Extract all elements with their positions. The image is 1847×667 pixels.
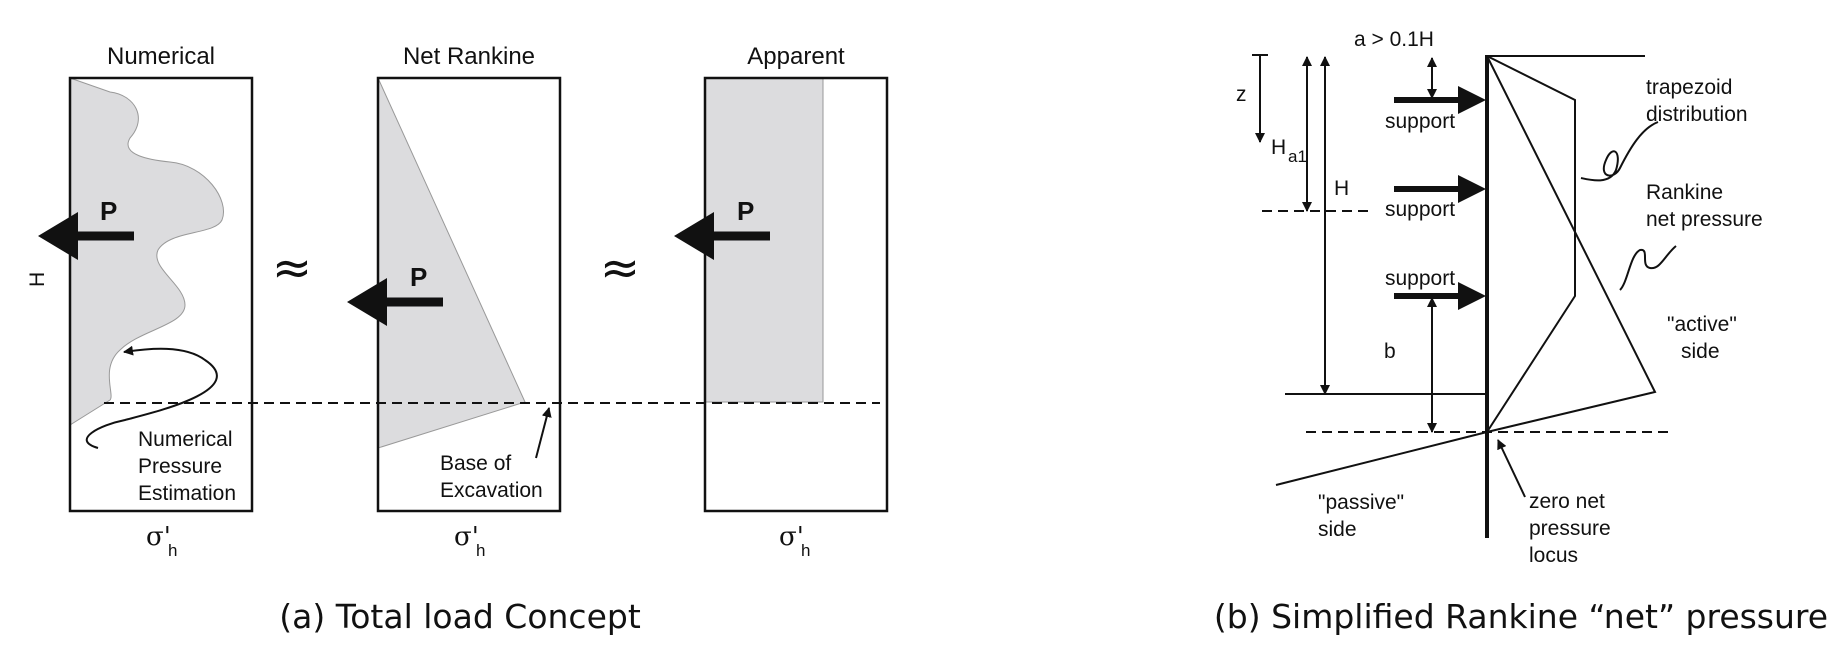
rankine-note-line-2: net pressure [1646, 208, 1763, 231]
height-label: H [26, 272, 49, 287]
panel-simplified-rankine: support support support a > 0.1H z H a1 … [1214, 28, 1828, 636]
panel-total-load-concept: Numerical P H Numerical Pressure Estimat… [26, 43, 889, 636]
h-label: H [1334, 177, 1349, 200]
apparent-title: Apparent [747, 43, 845, 70]
stress-symbol-net-rankine: σ' [454, 522, 479, 552]
support-label-2: support [1385, 198, 1455, 221]
zero-note-line-3: locus [1529, 544, 1578, 567]
ha1-main: H [1271, 136, 1286, 159]
active-note: "active" side [1667, 313, 1737, 363]
rankine-note: Rankine net pressure [1646, 181, 1763, 231]
passive-line [1275, 431, 1488, 486]
support-arrows [1394, 86, 1486, 310]
support-label-3: support [1385, 267, 1455, 290]
load-label-net-rankine: P [410, 262, 427, 292]
load-arrow-net-rankine [347, 278, 443, 326]
load-label-numerical: P [100, 196, 117, 226]
net-rankine-title: Net Rankine [403, 43, 535, 70]
a-label: a > 0.1H [1354, 28, 1434, 51]
support-arrow-2 [1394, 175, 1486, 203]
base-note-line-1: Base of [440, 452, 511, 475]
rankine-note-line-1: Rankine [1646, 181, 1723, 204]
stress-subscript-net-rankine: h [476, 541, 485, 560]
apparent-box: Apparent P σ' h [674, 43, 889, 560]
passive-note: "passive" side [1318, 491, 1404, 541]
trapezoid-distribution-line [1486, 55, 1576, 433]
caption-a: (a) Total load Concept [279, 597, 641, 636]
stress-subscript-apparent: h [801, 541, 810, 560]
base-note-line-2: Excavation [440, 479, 543, 502]
caption-b: (b) Simplified Rankine “net” pressure [1214, 597, 1828, 636]
numerical-box: Numerical P H Numerical Pressure Estimat… [26, 43, 254, 560]
trapezoid-note-line-1: trapezoid [1646, 76, 1732, 99]
net-rankine-box: Net Rankine P Base of Excavation σ' h [347, 43, 562, 560]
trapezoid-note: trapezoid distribution [1646, 76, 1748, 126]
z-label: z [1236, 83, 1247, 106]
stress-label-numerical: σ' h [146, 522, 177, 560]
numerical-note-line-3: Estimation [138, 482, 236, 505]
stress-subscript-numerical: h [168, 541, 177, 560]
load-arrow-numerical [38, 212, 134, 260]
stress-label-apparent: σ' h [779, 522, 810, 560]
trapezoid-leader [1580, 121, 1659, 182]
numerical-note-line-1: Numerical [138, 428, 233, 451]
passive-note-line-2: side [1318, 518, 1357, 541]
zero-pressure-leader [1497, 439, 1526, 498]
zero-note-line-1: zero net [1529, 490, 1605, 513]
numerical-frame [68, 76, 254, 513]
stress-label-net-rankine: σ' h [454, 522, 485, 560]
zero-note-line-2: pressure [1529, 517, 1611, 540]
net-rankine-triangle [377, 77, 526, 449]
numerical-leader [85, 345, 218, 449]
rankine-net-pressure-line [1486, 55, 1657, 433]
numerical-note-line-2: Pressure [138, 455, 222, 478]
numerical-pressure-shape [69, 77, 224, 426]
trapezoid-note-line-2: distribution [1646, 103, 1748, 126]
active-note-line-1: "active" [1667, 313, 1737, 336]
support-arrow-3 [1394, 282, 1486, 310]
dimension-z [1252, 54, 1268, 143]
zero-pressure-note: zero net pressure locus [1529, 490, 1611, 567]
support-label-1: support [1385, 110, 1455, 133]
ha1-subscript: a1 [1288, 147, 1307, 166]
stress-symbol-apparent: σ' [779, 522, 804, 552]
base-note: Base of Excavation [440, 452, 543, 502]
support-arrow-1 [1394, 86, 1486, 114]
ha1-label: H a1 [1271, 136, 1307, 166]
numerical-note: Numerical Pressure Estimation [138, 428, 236, 505]
passive-note-line-1: "passive" [1318, 491, 1404, 514]
load-arrow-apparent [674, 212, 770, 260]
approx-symbol-2: ≈ [600, 240, 640, 296]
stress-symbol-numerical: σ' [146, 522, 171, 552]
load-label-apparent: P [737, 196, 754, 226]
rankine-leader [1619, 245, 1677, 291]
apparent-frame [703, 76, 889, 513]
approx-symbol-1: ≈ [272, 240, 312, 296]
base-leader [535, 407, 552, 459]
numerical-title: Numerical [107, 43, 215, 70]
active-note-line-2: side [1681, 340, 1720, 363]
b-label: b [1384, 340, 1396, 363]
